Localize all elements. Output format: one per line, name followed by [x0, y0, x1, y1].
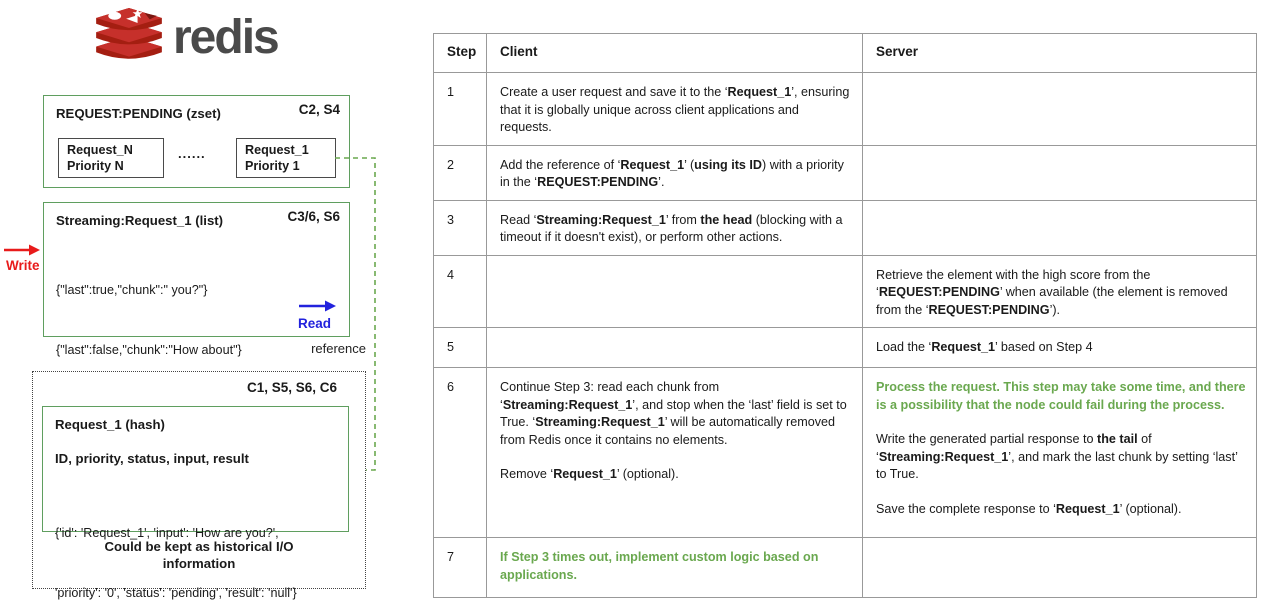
table-row: 1 Create a user request and save it to t… — [433, 72, 1257, 146]
hash-json-line: {'id': 'Request_1', 'input': 'How are yo… — [55, 526, 279, 540]
step-cell: 1 — [433, 72, 487, 146]
server-cell — [862, 144, 1257, 201]
table-row: 2 Add the reference of ‘Request_1’ (usin… — [433, 144, 1257, 201]
read-label: Read — [298, 316, 332, 331]
history-caption: Could be kept as historical I/O informat… — [104, 539, 294, 571]
table-row: 3 Read ‘Streaming:Request_1’ from the he… — [433, 199, 1257, 256]
server-cell — [862, 72, 1257, 146]
table-row: 7 If Step 3 times out, implement custom … — [433, 537, 1257, 598]
ellipsis-dots: ...... — [178, 146, 206, 161]
history-box-tag: C1, S5, S6, C6 — [246, 380, 337, 395]
client-cell — [486, 327, 863, 368]
client-cell: Create a user request and save it to the… — [486, 72, 863, 146]
step-cell: 2 — [433, 144, 487, 201]
write-label: Write — [6, 258, 40, 273]
hash-json: {'id': 'Request_1', 'input': 'How are yo… — [55, 483, 297, 608]
write-arrow-icon — [4, 244, 40, 256]
hash-box: Request_1 (hash) ID, priority, status, i… — [42, 406, 349, 600]
request-n-box: Request_N Priority N — [58, 138, 164, 178]
step-cell: 3 — [433, 199, 487, 256]
server-cell — [862, 199, 1257, 256]
history-box: C1, S5, S6, C6 Request_1 (hash) ID, prio… — [32, 371, 366, 600]
steps-table: Step Client Server 1 Create a user reque… — [433, 33, 1257, 598]
streaming-box-title: Streaming:Request_1 (list) — [56, 213, 224, 228]
reference-label: reference — [311, 341, 366, 356]
hash-box-title: Request_1 (hash) — [55, 417, 165, 432]
table-header-client: Client — [486, 33, 863, 73]
hash-json-line: 'priority': '0', 'status': 'pending', 'r… — [55, 586, 297, 600]
client-cell: Continue Step 3: read each chunk from ‘S… — [486, 367, 863, 538]
streaming-line: {"last":true,"chunk":" you?"} — [56, 283, 208, 297]
client-cell: Read ‘Streaming:Request_1’ from the head… — [486, 199, 863, 256]
redis-logo-icon — [96, 8, 162, 59]
request-1-box: Request_1 Priority 1 — [236, 138, 336, 178]
step-cell: 5 — [433, 327, 487, 368]
read-arrow-icon — [299, 300, 336, 312]
redis-logo: redis — [93, 8, 280, 68]
streaming-line: {"last":false,"chunk":"How about"} — [56, 343, 242, 357]
table-row: 4 Retrieve the element with the high sco… — [433, 254, 1257, 328]
table-row: 6 Continue Step 3: read each chunk from … — [433, 367, 1257, 538]
server-cell: Process the request. This step may take … — [862, 367, 1257, 538]
server-cell: Load the ‘Request_1’ based on Step 4 — [862, 327, 1257, 368]
client-cell: If Step 3 times out, implement custom lo… — [486, 537, 863, 598]
streaming-box-tag: C3/6, S6 — [287, 209, 340, 224]
table-header-step: Step — [433, 33, 487, 73]
step-cell: 4 — [433, 254, 487, 328]
step-cell: 6 — [433, 367, 487, 538]
pending-box-tag: C2, S4 — [298, 102, 340, 117]
table-row: 5 Load the ‘Request_1’ based on Step 4 — [433, 327, 1257, 368]
server-cell — [862, 537, 1257, 598]
table-header-server: Server — [862, 33, 1257, 73]
pending-box-title: REQUEST:PENDING (zset) — [56, 106, 221, 121]
server-cell: Retrieve the element with the high score… — [862, 254, 1257, 328]
client-cell: Add the reference of ‘Request_1’ (using … — [486, 144, 863, 201]
step-cell: 7 — [433, 537, 487, 598]
client-cell — [486, 254, 863, 328]
hash-box-fields: ID, priority, status, input, result — [55, 451, 249, 466]
redis-wordmark: redis — [173, 11, 280, 64]
pending-zset-box: REQUEST:PENDING (zset) C2, S4 Request_N … — [43, 95, 350, 188]
